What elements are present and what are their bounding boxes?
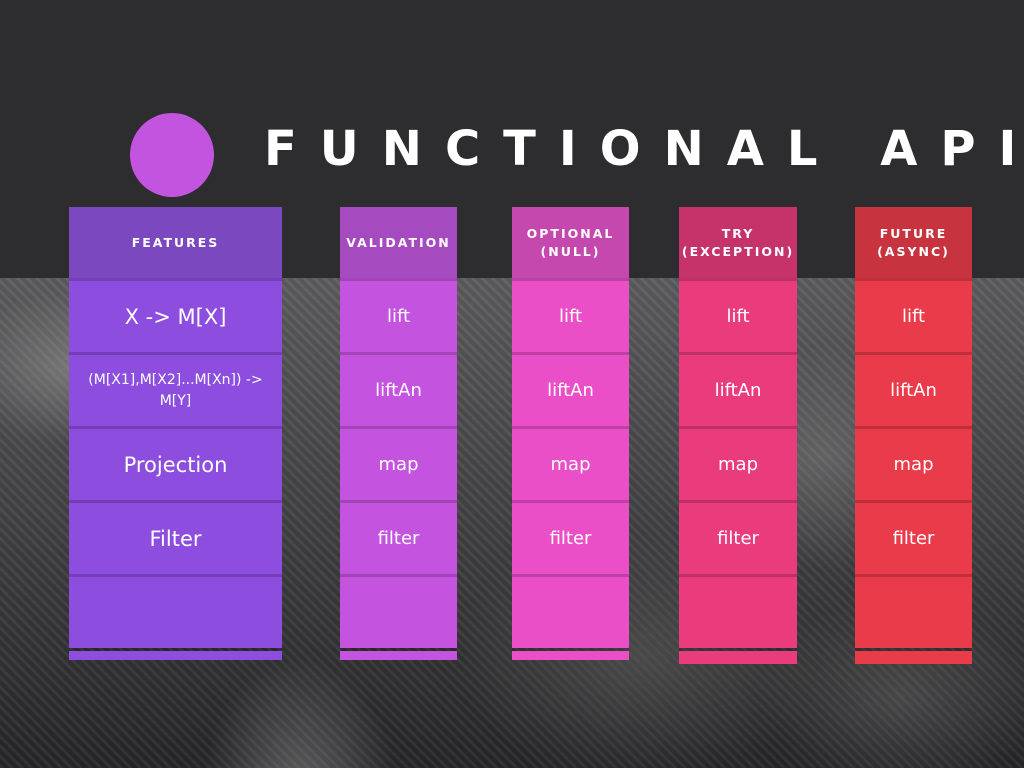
method-cell — [679, 574, 797, 648]
feature-cell: (M[X1],M[X2]...M[Xn]) -> M[Y] — [69, 352, 282, 426]
column-footer — [512, 651, 629, 660]
feature-cell: Filter — [69, 500, 282, 574]
method-cell: lift — [855, 278, 972, 352]
column-divider — [69, 648, 282, 651]
column-divider — [679, 648, 797, 651]
column-footer — [855, 651, 972, 664]
column-footer — [340, 651, 457, 660]
column-header-future: FUTURE (ASYNC) — [855, 207, 972, 278]
method-cell: lift — [340, 278, 457, 352]
feature-cell: X -> M[X] — [69, 278, 282, 352]
method-cell: filter — [512, 500, 629, 574]
method-cell: filter — [679, 500, 797, 574]
column-divider — [512, 648, 629, 651]
method-cell: lift — [512, 278, 629, 352]
method-cell: map — [679, 426, 797, 500]
method-cell — [855, 574, 972, 648]
method-cell: liftAn — [512, 352, 629, 426]
column-divider — [340, 648, 457, 651]
column-header-validation: VALIDATION — [340, 207, 457, 278]
method-cell: filter — [340, 500, 457, 574]
method-cell: filter — [855, 500, 972, 574]
feature-cell: Projection — [69, 426, 282, 500]
method-cell: liftAn — [855, 352, 972, 426]
column-header-try: TRY (EXCEPTION) — [679, 207, 797, 278]
column-footer — [69, 651, 282, 660]
method-cell: liftAn — [679, 352, 797, 426]
method-cell: map — [855, 426, 972, 500]
method-cell: liftAn — [340, 352, 457, 426]
column-header-features: FEATURES — [69, 207, 282, 278]
method-cell: lift — [679, 278, 797, 352]
column-future: FUTURE (ASYNC) lift liftAn map filter — [855, 207, 972, 664]
column-validation: VALIDATION lift liftAn map filter — [340, 207, 457, 660]
column-divider — [855, 648, 972, 651]
column-features: FEATURES X -> M[X] (M[X1],M[X2]...M[Xn])… — [69, 207, 282, 660]
column-optional: OPTIONAL (NULL) lift liftAn map filter — [512, 207, 629, 660]
feature-cell — [69, 574, 282, 648]
column-try: TRY (EXCEPTION) lift liftAn map filter — [679, 207, 797, 664]
column-footer — [679, 651, 797, 664]
method-cell — [512, 574, 629, 648]
method-cell: map — [512, 426, 629, 500]
accent-circle — [130, 113, 214, 197]
method-cell: map — [340, 426, 457, 500]
column-header-optional: OPTIONAL (NULL) — [512, 207, 629, 278]
method-cell — [340, 574, 457, 648]
page-title: FUNCTIONAL API — [264, 121, 1024, 177]
